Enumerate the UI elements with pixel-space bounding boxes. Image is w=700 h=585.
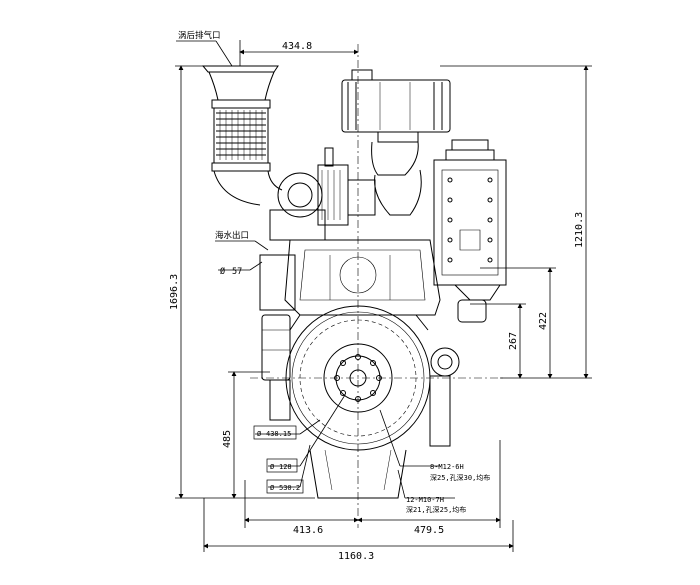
heat-exchanger: [433, 139, 507, 323]
dim-right-width: 479.5: [414, 525, 444, 536]
engine-body: [201, 65, 507, 499]
diameter-438: 438.15: [266, 430, 291, 438]
housing-bolt-spec: 12-M10-7H: [406, 496, 444, 504]
seawater-outlet-label: 海水出口: [215, 230, 249, 241]
exhaust-outlet-label: 涡后排气口: [178, 30, 221, 41]
diameter-57-symbol: Ø: [220, 266, 225, 277]
flywheel-bolt-depth: 深25,孔深30,均布: [430, 473, 490, 482]
dim-overall-height: 1696.3: [169, 274, 180, 310]
annotations: 涡后排气口 海水出口 434.8 1696.3 1210.3 422 267 4…: [169, 30, 585, 562]
dim-267: 267: [508, 332, 519, 350]
dim-right-height: 1210.3: [574, 212, 585, 248]
diameter-57: 57: [232, 267, 242, 277]
housing-bolt-depth: 深21,孔深25,均布: [406, 505, 466, 514]
flywheel-bolt-spec: 8-M12-6H: [430, 463, 464, 471]
diameter-128-symbol: Ø: [270, 463, 275, 471]
starter-motor: [269, 347, 460, 447]
turbocharger: [269, 147, 376, 241]
centerlines: [250, 44, 505, 528]
dim-left-width: 413.6: [293, 525, 323, 536]
dim-overall-width: 1160.3: [338, 551, 374, 562]
dim-top-offset: 434.8: [282, 41, 312, 52]
air-filter: [341, 69, 451, 216]
exhaust-bellows: [201, 65, 283, 206]
dim-422: 422: [538, 312, 549, 330]
dimension-lines: [175, 40, 592, 552]
dim-485: 485: [222, 430, 233, 448]
diameter-530-symbol: Ø: [270, 484, 275, 492]
diameter-438-symbol: Ø: [257, 430, 262, 438]
diameter-128: 128: [279, 463, 292, 471]
diameter-530: 530.2: [279, 484, 300, 492]
